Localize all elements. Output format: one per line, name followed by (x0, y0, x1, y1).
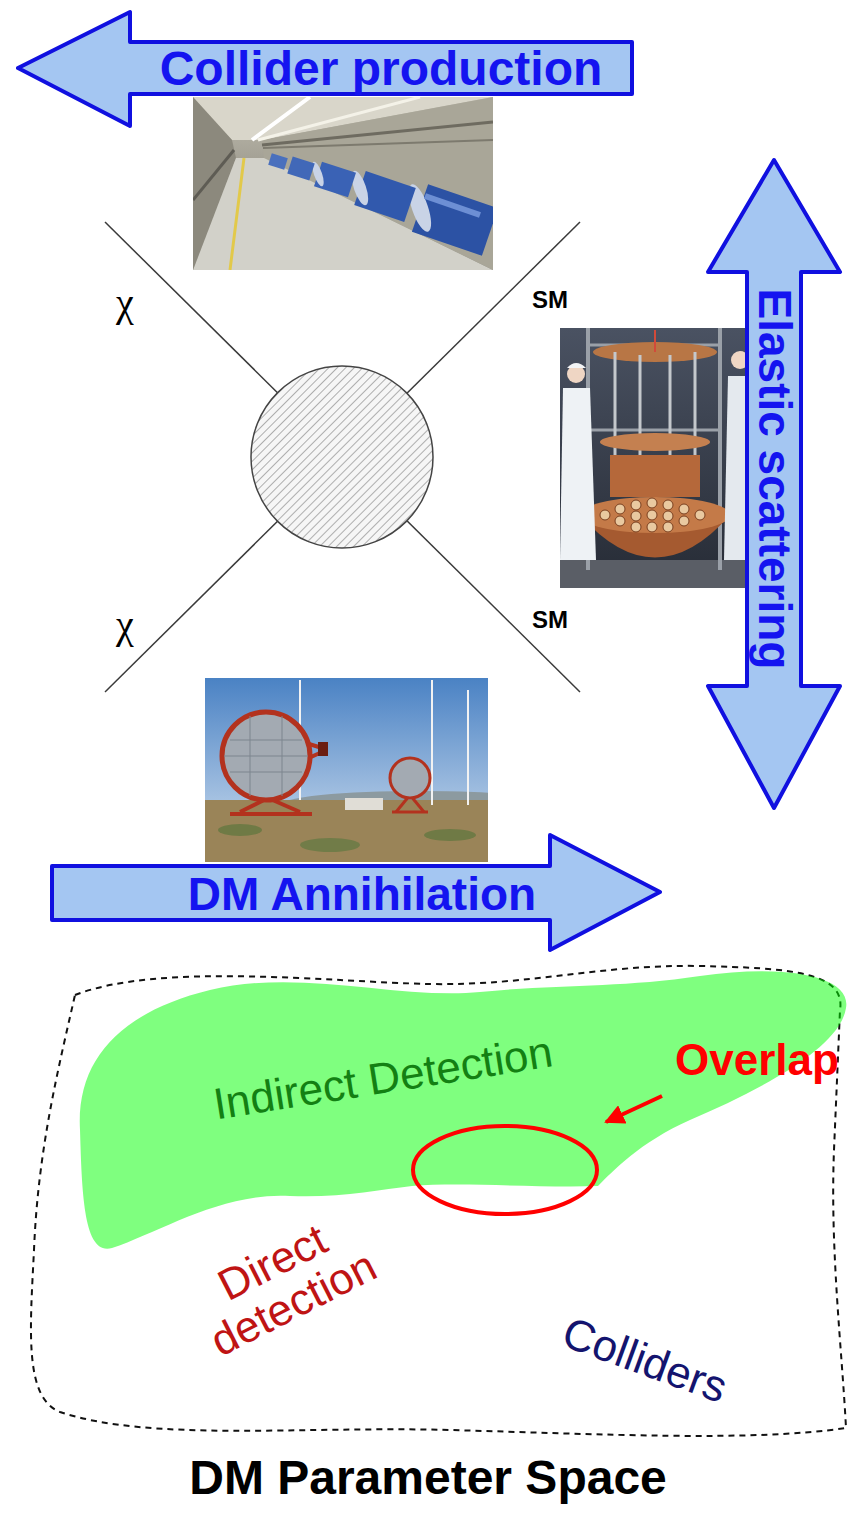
detector-photo (631, 500, 641, 510)
collider-tunnel-photo (193, 150, 234, 200)
detector-photo (560, 328, 745, 588)
particle-line (105, 222, 580, 692)
overlap-ellipse (413, 1126, 597, 1214)
leader-arrow (606, 1096, 662, 1122)
blob-shape (298, 1138, 838, 1438)
telescope-photo (318, 742, 328, 756)
telescope-photo (224, 716, 308, 796)
particle-symbol: SM (532, 608, 568, 632)
particle-symbol: SM (532, 288, 568, 312)
detector-photo (663, 511, 673, 521)
detector-photo (560, 328, 745, 588)
detector-photo (600, 510, 610, 520)
telescope-photo (230, 740, 302, 741)
telescope-photo (431, 680, 433, 805)
detector-photo (724, 376, 745, 560)
detector-photo (614, 352, 617, 470)
collider-tunnel-photo (193, 158, 493, 270)
detector-photo (588, 429, 720, 432)
telescope-photo (230, 812, 312, 816)
blob-shape (97, 1060, 596, 1388)
detector-photo (560, 388, 596, 560)
detector-photo (663, 500, 673, 510)
detector-photo (580, 497, 730, 533)
arrow-label: DM Annihilation (188, 871, 536, 917)
blob-shape (80, 971, 847, 1249)
telescope-photo (390, 758, 430, 798)
detector-photo (695, 510, 705, 520)
detector-photo (647, 498, 657, 508)
arrow-label: Collider production (160, 45, 603, 93)
arrow-band: Elastic scattering (704, 156, 844, 812)
collider-tunnel-photo (263, 140, 493, 148)
detector-photo (639, 355, 642, 470)
detector-photo (679, 504, 689, 514)
callout-label: Overlap (675, 1038, 839, 1082)
detector-photo (600, 498, 705, 532)
telescope-photo (345, 798, 383, 810)
detector-photo (731, 351, 745, 369)
telescope-photo (222, 712, 310, 800)
telescope-photo (230, 772, 302, 773)
detector-photo (631, 522, 641, 532)
blob-label: Colliders (557, 1310, 733, 1410)
particle-symbol: χ (116, 605, 134, 645)
detector-photo (631, 511, 641, 521)
arrow-band: DM Annihilation (48, 830, 664, 954)
telescope-photo (392, 811, 428, 814)
telescope-photo (218, 824, 262, 836)
feynman-lines (105, 222, 580, 692)
telescope-photo (424, 829, 476, 841)
detector-photo (615, 504, 625, 514)
detector-photo (600, 433, 710, 451)
collider-tunnel-photo (425, 196, 480, 215)
double-arrow-shape (708, 160, 840, 808)
particle-line (105, 222, 580, 692)
detector-photo (647, 510, 657, 520)
detector-photo (610, 455, 700, 497)
particle-symbol: χ (116, 283, 134, 323)
detector-photo (679, 516, 689, 526)
telescope-photo (282, 716, 283, 796)
blob-shape (306, 1153, 832, 1432)
telescope-photo (300, 838, 360, 852)
detector-photo (654, 330, 656, 352)
telescope-photo (250, 716, 251, 796)
region-blob: Indirect Detection (74, 964, 852, 1256)
collider-tunnel-photo (230, 158, 244, 270)
blob-shape (74, 964, 852, 1256)
arrow-band: Collider production (16, 10, 636, 130)
detector-photo (669, 355, 672, 470)
region-blob: Colliders (298, 1138, 838, 1438)
telescope-photo (205, 678, 488, 862)
detector-photo (694, 352, 697, 470)
telescope-photo (467, 690, 469, 805)
detector-photo (718, 328, 722, 570)
arrow-label: Elastic scattering (752, 289, 798, 670)
detector-photo (567, 363, 586, 368)
collider-tunnel-photo (193, 97, 493, 270)
left-arrow-shape (18, 12, 632, 126)
collider-tunnel-photo (270, 159, 286, 164)
detector-photo (647, 522, 657, 532)
dashed-outline (31, 966, 846, 1436)
telescope-photo (205, 678, 488, 862)
blob-label: Direct detection (182, 1201, 383, 1364)
parameter-space-region: DM Parameter Space Indirect DetectionDire… (0, 950, 856, 1514)
collider-tunnel-photo (258, 97, 420, 140)
telescope-photo (224, 756, 308, 757)
interaction-blob (251, 366, 433, 548)
collider-tunnel-photo (290, 165, 312, 172)
right-arrow-shape (52, 835, 660, 950)
region-heading: DM Parameter Space (189, 1454, 667, 1502)
detector-photo (663, 522, 673, 532)
collider-tunnel-photo (193, 97, 493, 270)
detector-photo (615, 516, 625, 526)
